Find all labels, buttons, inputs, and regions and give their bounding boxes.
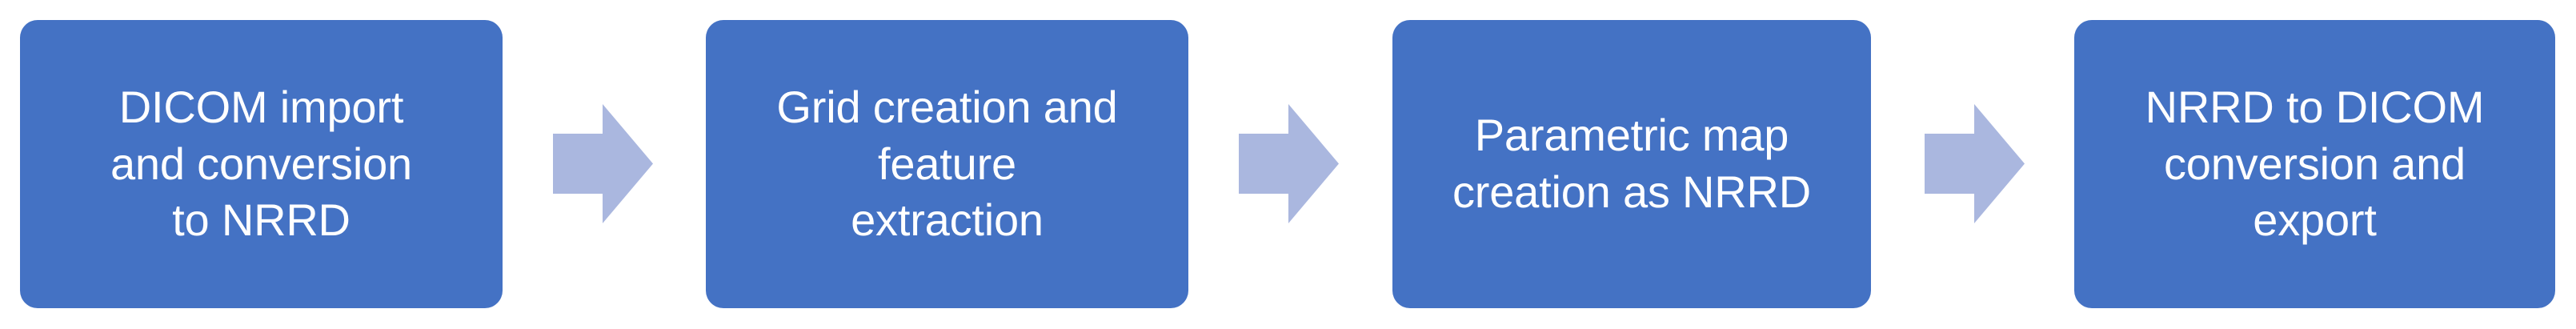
process-step-box-3[interactable]: Parametric map creation as NRRD [1392, 20, 1871, 308]
process-step-label-4: NRRD to DICOM conversion and export [2145, 82, 2485, 246]
flow-arrow-right-icon-2 [1239, 104, 1339, 223]
process-step-label-2: Grid creation and feature extraction [776, 82, 1118, 246]
flow-arrow-right-icon-3 [1925, 104, 2025, 223]
process-step-box-4[interactable]: NRRD to DICOM conversion and export [2074, 20, 2555, 308]
process-step-box-2[interactable]: Grid creation and feature extraction [706, 20, 1188, 308]
flow-arrow-right-icon-1 [553, 104, 653, 223]
process-step-box-1[interactable]: DICOM import and conversion to NRRD [20, 20, 503, 308]
process-step-label-3: Parametric map creation as NRRD [1452, 110, 1812, 217]
process-step-label-1: DICOM import and conversion to NRRD [110, 82, 412, 246]
